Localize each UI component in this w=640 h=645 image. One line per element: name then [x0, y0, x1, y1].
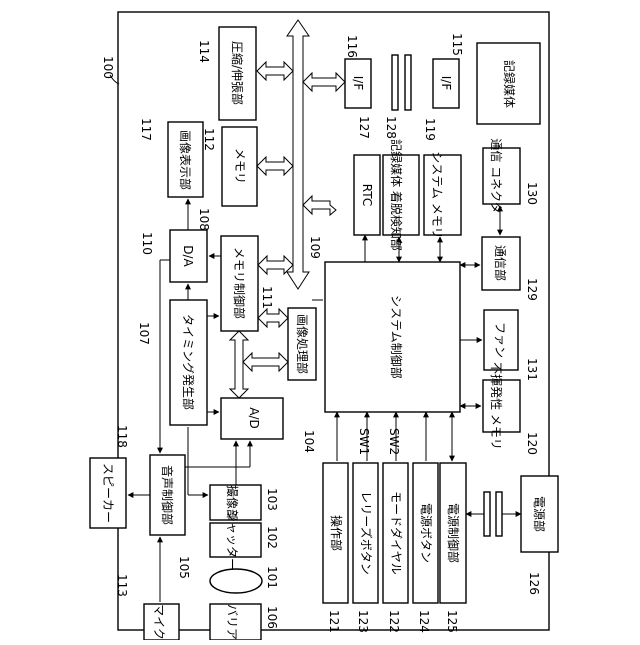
ref-113: 113 [115, 574, 129, 597]
speaker-label: スピーカー [101, 463, 115, 523]
ref-117: 117 [139, 118, 153, 141]
ref-108: 108 [197, 208, 211, 231]
ref-130: 130 [525, 182, 539, 205]
fan-label: ファン [493, 322, 507, 358]
ref-121: 121 [327, 610, 341, 633]
ref-105: 105 [177, 556, 191, 579]
ref-107: 107 [137, 322, 151, 345]
image-processing-label: 画像処理部 [295, 314, 310, 374]
ref-124: 124 [417, 610, 431, 633]
da-label: D/A [181, 245, 195, 267]
shutter-label: シャッター [225, 510, 239, 570]
system-memory-label: システム メモリ [430, 151, 444, 238]
audio-control-label: 音声制御部 [160, 465, 175, 525]
mode-dial-label: モードダイヤル [389, 491, 404, 575]
media-detect-label-text: 記録媒体 着脱検知部 [389, 139, 404, 251]
ref-112: 112 [202, 128, 216, 151]
interface-label-2: I/F [439, 76, 453, 91]
comm-connector-label: 通信 コネクタ [489, 138, 503, 213]
barrier-label: バリア [225, 604, 239, 640]
interface-label-1: I/F [351, 76, 365, 91]
timing-generator-label: タイミング発生部 [181, 314, 196, 410]
rtc-label: RTC [360, 184, 374, 206]
ref-123: 123 [356, 610, 370, 633]
memory-label: メモリ [233, 148, 247, 184]
connector-bar-1 [392, 55, 398, 110]
ref-118: 118 [115, 425, 129, 448]
system-control-label: システム制御部 [389, 295, 404, 379]
mic-label: マイク [152, 604, 166, 640]
ref-116: 116 [345, 35, 359, 58]
comm-label: 通信部 [493, 245, 508, 281]
image-display-label: 画像表示部 [178, 130, 193, 190]
power-connector-bar-2 [496, 492, 502, 536]
sw1-label: SW1 [357, 428, 371, 455]
power-connector-bar-1 [484, 492, 490, 536]
lens-shape [210, 569, 262, 593]
ref-114: 114 [197, 40, 211, 63]
ref-131: 131 [525, 358, 539, 381]
power-button-label: 電源ボタン [419, 503, 433, 563]
power-control-label: 電源制御部 [446, 503, 461, 563]
nonvolatile-memory-label: 不揮発性 メモリ [489, 362, 503, 450]
ref-122: 122 [387, 610, 401, 633]
ref-120: 120 [525, 432, 539, 455]
operation-label: 操作部 [329, 515, 344, 551]
ref-111: 111 [260, 286, 274, 309]
ref-128: 128 [384, 116, 398, 139]
ad-label: A/D [247, 407, 261, 429]
ref-109: 109 [308, 236, 322, 259]
ref-103: 103 [265, 488, 279, 511]
ref-100: 100 [101, 56, 115, 79]
media-detect-label: 記録媒体 着脱検知部 [389, 139, 404, 251]
ref-127: 127 [357, 116, 371, 139]
power-supply-label: 電源部 [532, 496, 547, 532]
ref-102: 102 [265, 526, 279, 549]
ref-129: 129 [525, 278, 539, 301]
ref-110: 110 [140, 232, 154, 255]
connector-bar-2 [405, 55, 411, 110]
memory-controller-label: メモリ制御部 [232, 247, 247, 319]
sw2-label: SW2 [387, 428, 401, 455]
compression-label: 圧縮/伸張部 [230, 41, 245, 105]
ref-125: 125 [445, 610, 459, 633]
ref-119: 119 [423, 118, 437, 141]
ref-106: 106 [265, 606, 279, 629]
recording-medium-label: 記録媒体 [502, 60, 517, 108]
ref-126: 126 [527, 572, 541, 595]
ref-104: 104 [302, 430, 316, 453]
ref-101: 101 [265, 566, 279, 589]
release-button-label: レリーズボタン [359, 491, 374, 574]
ref-115: 115 [450, 33, 464, 56]
